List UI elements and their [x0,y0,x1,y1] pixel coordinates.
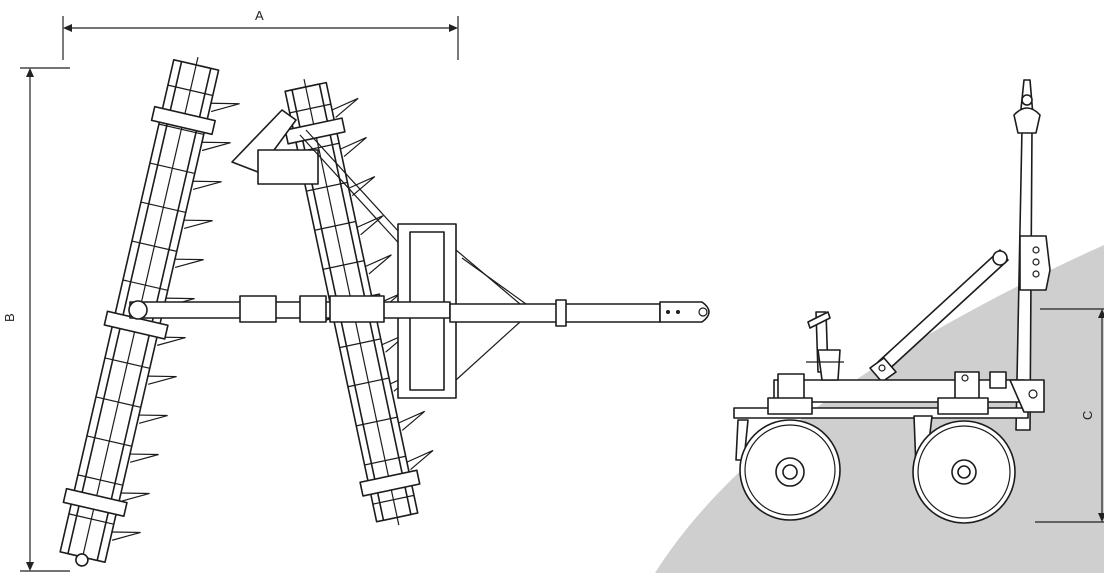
mast-bracket [1019,235,1051,291]
front-disc [912,420,1016,524]
dimension-b-label: B [2,313,17,322]
dimension-a: A [62,8,459,60]
gang-support-arm [231,109,297,173]
dimension-c: C [1035,308,1104,523]
dimension-a-label: A [255,8,264,23]
disc-harrow-side-view [733,79,1051,524]
dimension-b: B [2,67,70,572]
hitch-tongue [129,301,451,319]
dimension-c-label: C [1080,411,1095,420]
rear-disc [739,419,841,521]
hitch-eye [659,301,710,323]
disc-harrow-top-view [59,57,710,567]
arm-bracket [257,149,319,185]
